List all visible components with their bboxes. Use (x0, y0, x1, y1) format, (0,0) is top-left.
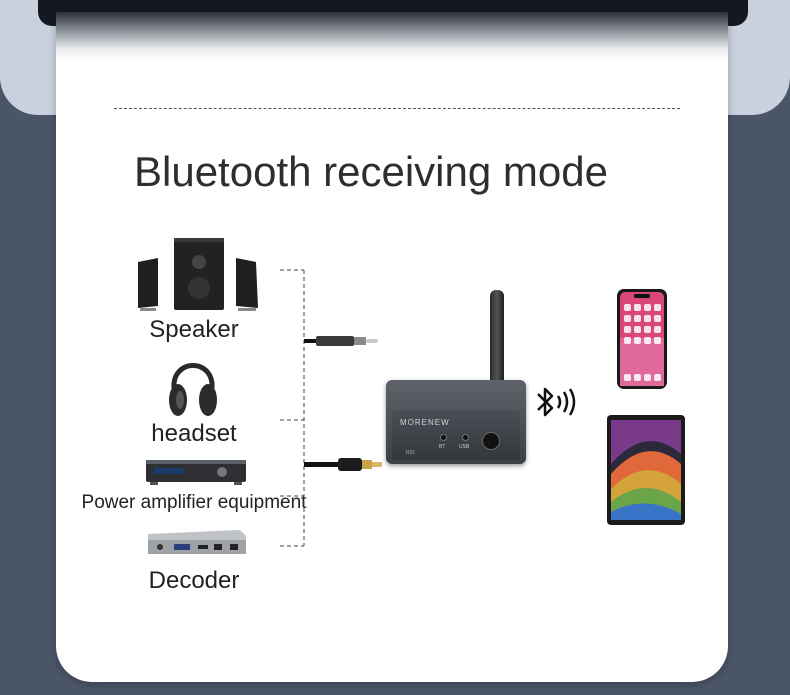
speaker-label: Speaker (149, 316, 239, 343)
top-dashed-divider (114, 108, 680, 109)
bt-led-label: BT (439, 444, 446, 450)
antenna (490, 290, 504, 394)
usb-led-label: USB (459, 444, 470, 450)
bluetooth-receiver: MORENEW R01 BT USB (386, 380, 526, 464)
usb-led (462, 434, 469, 441)
receiver-model: R01 (406, 450, 416, 456)
rca-cable-icon (304, 458, 382, 471)
phone-icon (617, 289, 667, 389)
connector-lines (280, 269, 305, 547)
tablet-icon (607, 415, 685, 525)
decoder-label: Decoder (148, 567, 240, 594)
amplifier-label: Power amplifier equipment (81, 492, 307, 513)
content-card: Bluetooth receiving mode Speaker headset… (56, 12, 728, 682)
bt-led (440, 434, 447, 441)
receiver-brand: MORENEW (400, 418, 450, 427)
aux-cable-icon (304, 336, 378, 346)
receiver-front-panel: MORENEW R01 BT USB (392, 410, 520, 460)
amplifier-icon (146, 460, 246, 485)
page-title: Bluetooth receiving mode (134, 148, 608, 195)
card-top-shading (56, 12, 728, 60)
speaker-set-icon (138, 238, 258, 311)
receiver-knob (482, 432, 500, 450)
headphones-icon (169, 363, 217, 416)
decoder-icon (148, 530, 246, 554)
headset-label: headset (151, 420, 237, 447)
bluetooth-icon (537, 387, 576, 417)
